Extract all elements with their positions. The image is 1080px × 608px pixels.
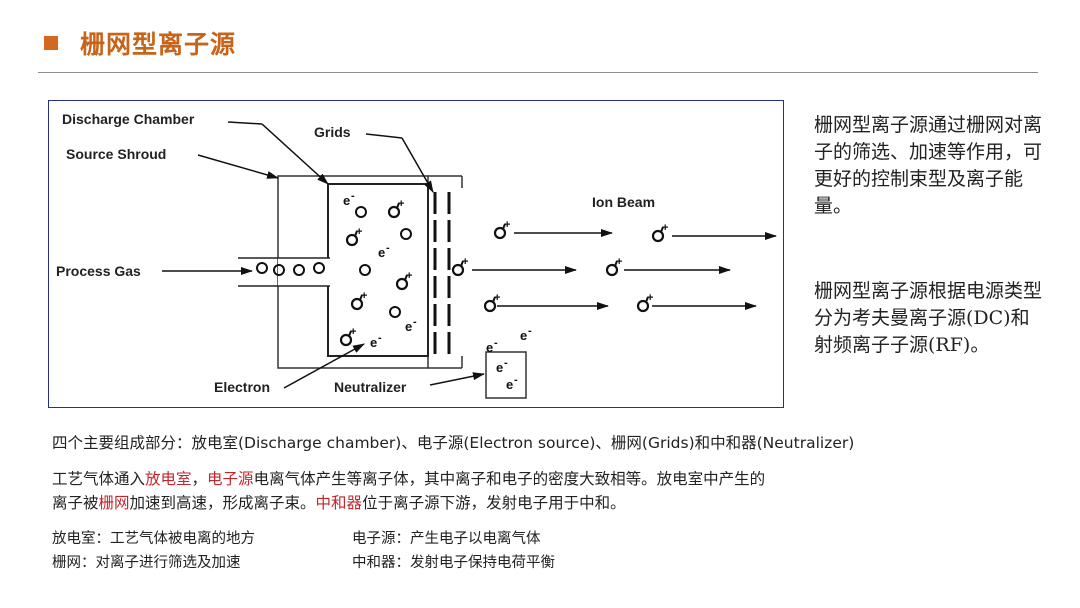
description-line-2: 离子被栅网加速到高速，形成离子束。中和器位于离子源下游，发射电子用于中和。 <box>52 494 626 512</box>
ion-symbol <box>339 333 353 347</box>
ion-symbol <box>350 297 364 311</box>
ion-charge: + <box>647 292 653 304</box>
electron-charge: - <box>504 357 508 369</box>
leader-grids <box>401 137 434 193</box>
electron-symbol: e <box>370 335 377 350</box>
leader-discharge-chamber <box>261 123 329 185</box>
ion-charge: + <box>398 198 404 210</box>
gas-molecule <box>389 306 401 318</box>
gas-molecule <box>400 228 412 240</box>
ion-charge: + <box>462 256 468 268</box>
ion-charge: + <box>361 290 367 302</box>
label-source-shroud: Source Shroud <box>66 146 166 162</box>
ion-charge: + <box>356 226 362 238</box>
leader-neutralizer <box>429 372 485 386</box>
gas-molecule <box>313 262 325 274</box>
ion-charge: + <box>350 326 356 338</box>
electron-symbol: e <box>343 193 350 208</box>
ion-symbol <box>345 233 359 247</box>
hl-grids: 栅网 <box>98 494 130 512</box>
electron-charge: - <box>514 374 518 386</box>
gas-molecule <box>256 262 268 274</box>
ion-symbol <box>483 299 497 313</box>
slide-title: 栅网型离子源 <box>44 26 236 60</box>
electron-symbol: e <box>520 328 527 343</box>
label-ion-beam: Ion Beam <box>592 194 655 210</box>
ion-charge: + <box>504 219 510 231</box>
ion-symbol <box>451 263 465 277</box>
label-discharge-chamber: Discharge Chamber <box>62 111 195 127</box>
gas-molecule <box>293 264 305 276</box>
ion-symbol <box>387 205 401 219</box>
ion-charge: + <box>662 222 668 234</box>
glossary-left: 放电室：工艺气体被电离的地方 栅网：对离子进行筛选及加速 <box>52 527 255 575</box>
ion-symbol <box>395 277 409 291</box>
ion-charge: + <box>406 270 412 282</box>
glossary-right: 电子源：产生电子以电离气体 中和器：发射电子保持电荷平衡 <box>352 527 555 575</box>
components-overview: 四个主要组成部分：放电室(Discharge chamber)、电子源(Elec… <box>52 434 855 452</box>
gas-molecule <box>273 264 285 276</box>
glossary-electron-source: 电子源：产生电子以电离气体 <box>352 531 541 547</box>
electron-symbol: e <box>506 377 513 392</box>
label-grids: Grids <box>314 124 351 140</box>
particles-layer: e-e-e-e-e-e-e-e-+++++++++++ <box>256 190 668 392</box>
ion-symbol <box>493 226 507 240</box>
discharge-chamber-box <box>327 183 429 357</box>
title-text: 栅网型离子源 <box>80 30 237 59</box>
neutralizer-box <box>485 351 527 399</box>
glossary-discharge: 放电室：工艺气体被电离的地方 <box>52 531 255 547</box>
electron-charge: - <box>494 337 498 349</box>
side-paragraph-overview: 栅网型离子源通过栅网对离子的筛选、加速等作用，可更好的控制束型及离子能量。 <box>814 114 1043 217</box>
leader-source-shroud <box>197 154 279 179</box>
electron-symbol: e <box>378 245 385 260</box>
electron-charge: - <box>378 332 382 344</box>
ion-charge: + <box>494 292 500 304</box>
hl-discharge-chamber: 放电室 <box>145 470 192 488</box>
electron-symbol: e <box>486 340 493 355</box>
ion-charge: + <box>616 256 622 268</box>
gas-molecule <box>359 264 371 276</box>
label-electron: Electron <box>214 379 270 395</box>
title-divider <box>38 72 1038 73</box>
glossary-neutralizer: 中和器：发射电子保持电荷平衡 <box>352 555 555 571</box>
hl-electron-source: 电子源 <box>207 470 254 488</box>
description-line-1: 工艺气体通入放电室，电子源电离气体产生等离子体，其中离子和电子的密度大致相等。放… <box>52 470 766 488</box>
ion-symbol <box>651 229 665 243</box>
gas-molecule <box>355 206 367 218</box>
label-neutralizer: Neutralizer <box>334 379 407 395</box>
side-paragraph-types: 栅网型离子源根据电源类型分为考夫曼离子源(DC)和射频离子子源(RF)。 <box>814 280 1043 356</box>
ion-symbol <box>605 263 619 277</box>
ion-source-diagram <box>48 100 784 408</box>
electron-charge: - <box>386 242 390 254</box>
label-process-gas: Process Gas <box>56 263 141 279</box>
electron-charge: - <box>413 316 417 328</box>
hl-neutralizer: 中和器 <box>315 494 363 512</box>
ion-symbol <box>636 299 650 313</box>
electron-symbol: e <box>405 319 412 334</box>
electron-charge: - <box>351 190 355 202</box>
leader-electron <box>283 343 365 389</box>
glossary-grids: 栅网：对离子进行筛选及加速 <box>52 555 241 571</box>
title-bullet-square <box>44 36 58 50</box>
electron-symbol: e <box>496 360 503 375</box>
electron-charge: - <box>528 325 532 337</box>
